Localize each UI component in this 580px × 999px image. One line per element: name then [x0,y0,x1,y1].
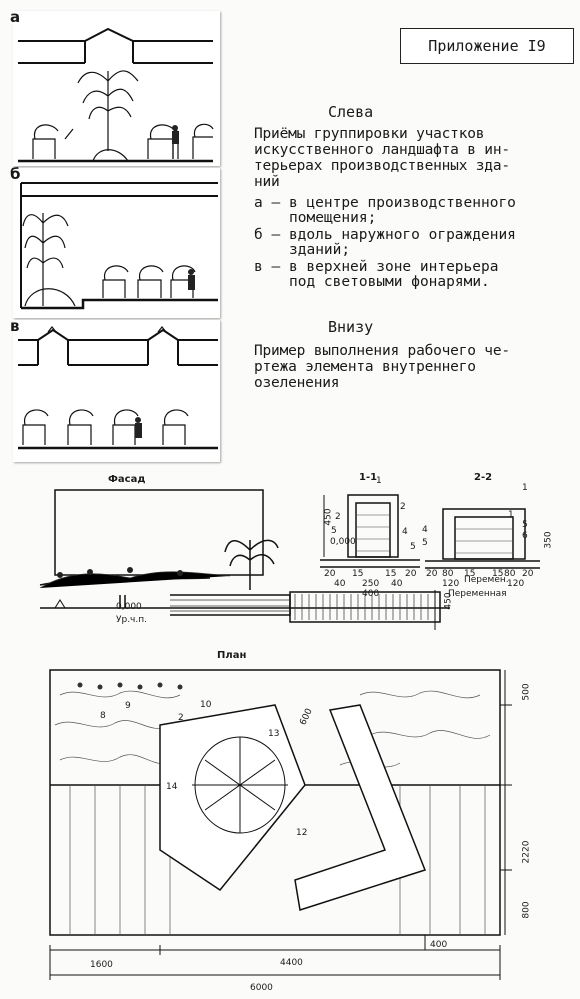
list-item-a: а – в центре производственного [254,195,516,211]
s11-n5: 5 [331,526,337,536]
s22-d15a: 15 [464,569,476,579]
s22-d120b: 120 [507,579,525,589]
panel-a-letter: а [10,8,21,26]
section-2-2-title: 2-2 [474,472,493,483]
s22-d20a: 20 [426,569,438,579]
facade-drawing [39,489,450,630]
plan-n9: 9 [125,701,131,711]
s22-var2: Переменная [448,589,507,599]
plan-title: План [217,650,247,661]
facade-level: 0,000 [116,602,142,612]
plan-n13: 13 [268,729,280,739]
plan-d400: 400 [430,940,448,950]
panel-b-letter: б [10,165,21,183]
left-paragraph-3: терьерах производственных зда- [254,158,510,174]
left-paragraph-2: искусственного ландшафта в ин- [254,142,510,158]
left-paragraph-1: Приёмы группировки участков [254,126,485,142]
left-paragraph-4: ний [254,174,280,190]
s11-n1: 1 [376,476,382,486]
panel-a-drawing [18,27,214,163]
bottom-paragraph-3: озеленения [254,375,340,391]
list-item-c-cont: под световыми фонарями. [289,274,490,290]
facade-title: Фасад [108,474,146,485]
plan-n2: 2 [178,713,184,723]
plan-d800: 800 [521,901,532,919]
plan-d500: 500 [521,683,532,701]
s11-d20a: 20 [324,569,336,579]
list-item-c: в – в верхней зоне интерьера [254,259,499,275]
s11-d15b: 15 [385,569,397,579]
plan-d1600: 1600 [90,960,113,970]
section-1-1-drawing [320,494,420,568]
plan-d6000: 6000 [250,983,273,993]
panel-a: а [10,8,220,166]
s11-d15a: 15 [352,569,364,579]
panel-b: б [10,165,220,318]
plan-n14: 14 [166,782,178,792]
s22-n1: 1 [522,483,528,493]
plan-d4400: 4400 [280,958,303,968]
s11-h: 450 [323,508,334,526]
plan-n10: 10 [200,700,212,710]
s11-n4: 4 [402,527,408,537]
s11-n3: 5 [410,542,416,552]
bottom-paragraph-2: ртежа элемента внутреннего [254,359,476,375]
s22-d80: 80 [442,569,454,579]
left-heading: Слева [328,103,374,121]
s22-d15b: 15 [492,569,504,579]
s22-d80b: 80 [504,569,516,579]
s11-d400: 400 [362,589,380,599]
s22-d20b: 20 [522,569,534,579]
s22-n4: 4 [422,525,428,535]
s11-d40b: 40 [391,579,403,589]
section-2-2-drawing [425,508,540,569]
bottom-paragraph-1: Пример выполнения рабочего че- [254,343,510,359]
s22-d120a: 120 [442,579,460,589]
appendix-label: Приложение I9 [400,28,574,64]
s22-n1b: 1 [508,510,514,520]
panel-c-drawing [18,326,218,450]
s11-d250: 250 [362,579,380,589]
plan-d2220: 2220 [521,840,532,864]
plan-n12: 12 [296,828,308,838]
s11-d40a: 40 [334,579,346,589]
s22-n6: 6 [522,531,528,541]
plan-n8: 8 [100,711,106,721]
panel-c: в [10,317,220,462]
s11-d20b: 20 [405,569,417,579]
list-item-b-cont: зданий; [289,242,351,258]
bottom-heading: Внизу [328,318,374,336]
section-1-1-title: 1-1 [359,472,378,483]
list-item-b: б – вдоль наружного ограждения [254,227,516,243]
s22-h: 350 [543,531,554,549]
s22-n5: 5 [422,538,428,548]
plan-drawing [49,669,512,980]
s22-var1: Перемен. [464,575,509,585]
panel-b-drawing [20,182,218,310]
s11-n-2: 2 [335,512,341,522]
s22-n5b: 5 [522,520,528,530]
list-item-a-cont: помещения; [289,210,377,226]
s11-n2: 2 [400,502,406,512]
panel-c-letter: в [10,317,20,335]
facade-level-note: Ур.ч.п. [116,615,147,625]
s11-level: 0,000 [330,537,356,547]
